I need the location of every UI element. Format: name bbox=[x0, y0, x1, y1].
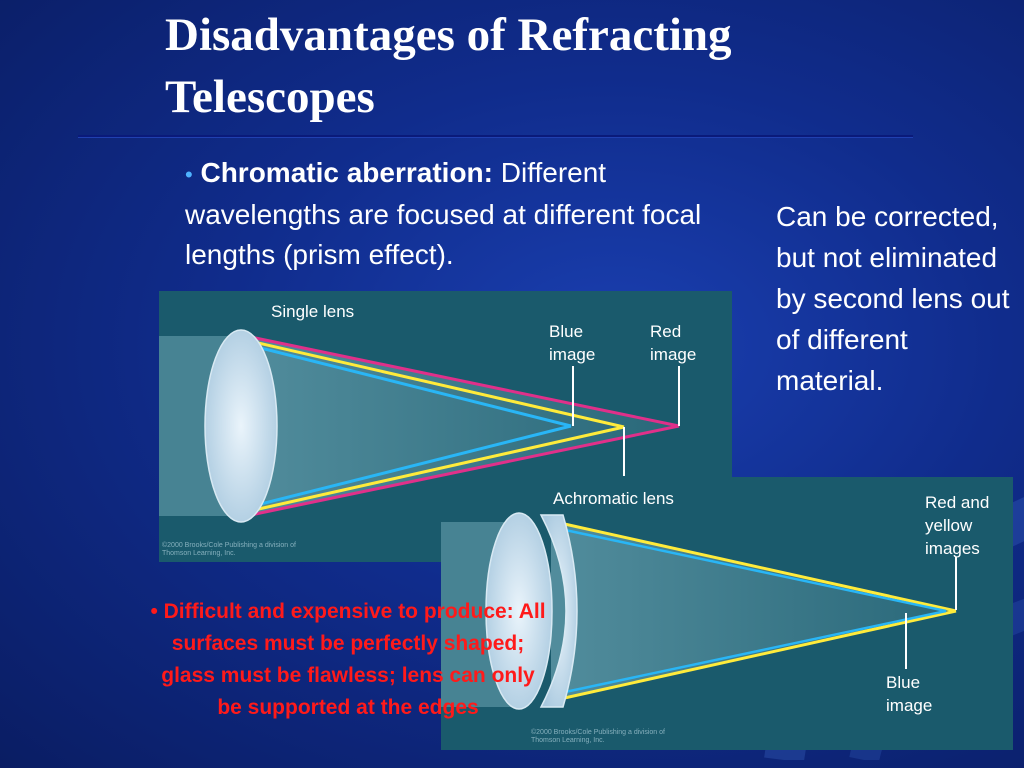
ray-blue-bottom-2 bbox=[550, 609, 947, 697]
manufacturing-difficulty-bullet: • Difficult and expensive to produce: Al… bbox=[150, 600, 546, 719]
bullet-text: Different wavelengths are focused at dif… bbox=[185, 157, 702, 270]
title-divider bbox=[78, 135, 913, 137]
converging-beam bbox=[241, 336, 679, 516]
ray-yellow-top bbox=[240, 337, 625, 429]
achromatic-lens-illustration bbox=[441, 512, 957, 710]
single-lens-illustration bbox=[159, 329, 680, 523]
label-blue-image-2: Blue image bbox=[886, 673, 933, 715]
converging-beam-2 bbox=[551, 522, 956, 702]
single-lens-shape bbox=[204, 329, 278, 523]
ray-red-bottom bbox=[240, 424, 680, 519]
ray-red-top bbox=[240, 333, 680, 428]
label-achromatic-lens: Achromatic lens bbox=[553, 489, 674, 508]
bullet-term: Chromatic aberration: bbox=[200, 157, 493, 188]
ray-yellow-bottom bbox=[240, 425, 625, 515]
ray-blue-top-2 bbox=[550, 525, 947, 613]
label-red-image: Red image bbox=[650, 322, 697, 364]
label-blue-image: Blue image bbox=[549, 322, 596, 364]
chromatic-aberration-bullet: • Chromatic aberration: Different wavele… bbox=[185, 153, 745, 275]
slide-title: Disadvantages of Refracting Telescopes bbox=[165, 9, 732, 123]
achromatic-lens-diagram: Achromatic lens Red and yellow images Bl… bbox=[441, 477, 1013, 750]
correction-note: Can be corrected, but not eliminated by … bbox=[776, 201, 1010, 396]
ray-blue-bottom bbox=[240, 424, 572, 511]
achromatic-lens-concave bbox=[539, 514, 578, 708]
ray-yellow-top-2 bbox=[550, 519, 957, 613]
ray-blue-top bbox=[240, 341, 572, 428]
image-credit-2: ©2000 Brooks/Cole Publishing a division … bbox=[531, 729, 665, 744]
image-credit: ©2000 Brooks/Cole Publishing a division … bbox=[162, 542, 296, 557]
bullet-marker: • bbox=[185, 162, 193, 187]
achromatic-lens-convex bbox=[485, 512, 553, 710]
label-red-yellow-images: Red and yellow images bbox=[925, 493, 990, 558]
label-single-lens: Single lens bbox=[271, 302, 355, 321]
ray-yellow-bottom-2 bbox=[550, 609, 957, 703]
